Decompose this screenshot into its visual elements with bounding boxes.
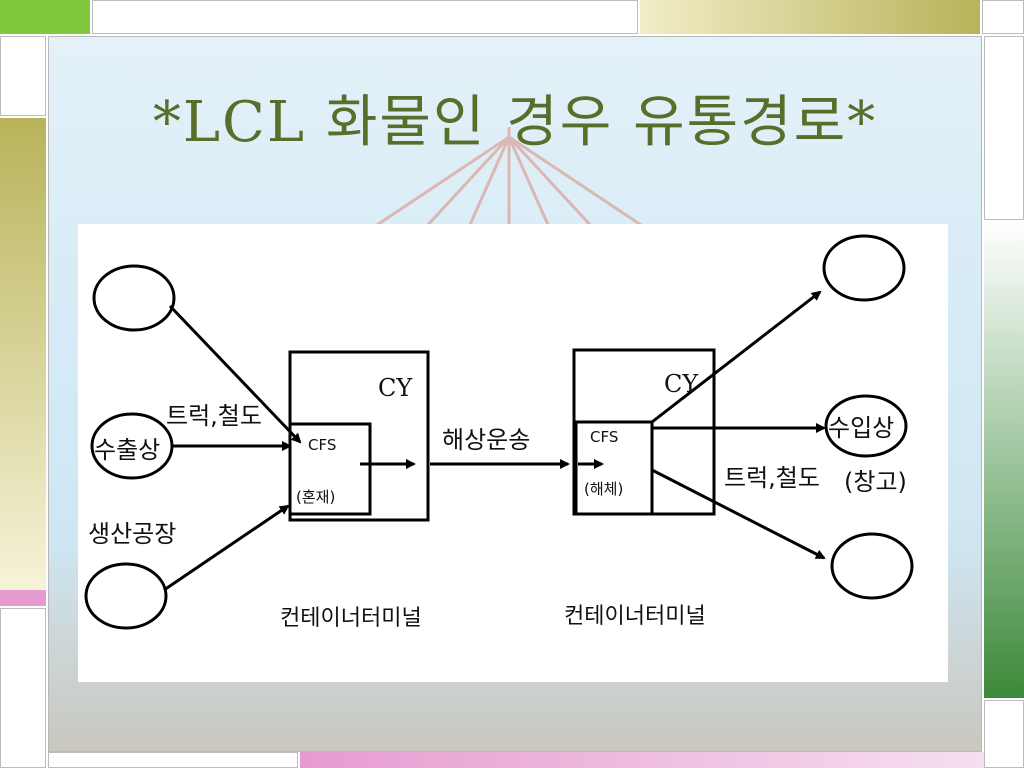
exporter-label: 수출상 xyxy=(94,436,161,464)
cy-right-label: CY xyxy=(664,370,699,398)
frame-block-bottom-white xyxy=(48,752,298,768)
frame-block-top-right xyxy=(982,0,1024,34)
cfs-box-right xyxy=(574,420,654,516)
terminal-left-label: 컨테이너터미널 xyxy=(280,606,422,631)
frame-block-right-white xyxy=(984,36,1024,220)
truck-rail-right-label: 트럭,철도 xyxy=(724,464,820,492)
arrow-to-bottom-right xyxy=(651,468,826,560)
truck-rail-left-label: 트럭,철도 xyxy=(166,402,262,430)
terminal-right-label: 컨테이너터미널 xyxy=(564,604,706,629)
distribution-diagram: 트럭,철도 수출상 생산공장 CY CFS (혼재) 해상운송 CY CFS (… xyxy=(78,224,948,682)
consolidation-label: (혼재) xyxy=(296,488,336,506)
frame-block-right-bottom xyxy=(984,700,1024,768)
frame-block-left-bottom xyxy=(0,608,46,768)
cfs-left-label: CFS xyxy=(308,436,337,454)
frame-block-top-white xyxy=(92,0,638,34)
cfs-right-label: CFS xyxy=(590,428,619,446)
deconsolidation-label: (해체) xyxy=(584,480,624,498)
ellipse-bottom-right xyxy=(830,532,914,600)
frame-block-bottom-pink xyxy=(300,752,984,768)
factory-label: 생산공장 xyxy=(88,520,177,548)
frame-block-left-olive xyxy=(0,118,46,590)
frame-block-right-green xyxy=(984,222,1024,698)
frame-block-top-olive xyxy=(640,0,980,34)
frame-block-left-pink xyxy=(0,590,46,606)
frame-block-top-green xyxy=(0,0,90,34)
ellipse-top-left xyxy=(92,264,176,332)
ellipse-bottom-left xyxy=(84,562,168,630)
ellipse-importer xyxy=(824,394,908,458)
cy-left-label: CY xyxy=(378,374,413,402)
frame-block-left-white xyxy=(0,36,46,116)
cfs-box-left xyxy=(288,422,372,516)
arrow-top-left xyxy=(168,304,302,444)
ocean-shipping-label: 해상운송 xyxy=(442,426,531,454)
diagram-shapes xyxy=(84,234,914,630)
warehouse-label: (창고) xyxy=(844,468,907,496)
arrow-bottom-left xyxy=(163,504,290,592)
arrow-to-top-right xyxy=(651,290,822,424)
ellipse-top-right xyxy=(822,234,906,302)
slide-title: *LCL 화물인 경우 유통경로* xyxy=(152,90,878,155)
importer-label: 수입상 xyxy=(828,414,895,442)
